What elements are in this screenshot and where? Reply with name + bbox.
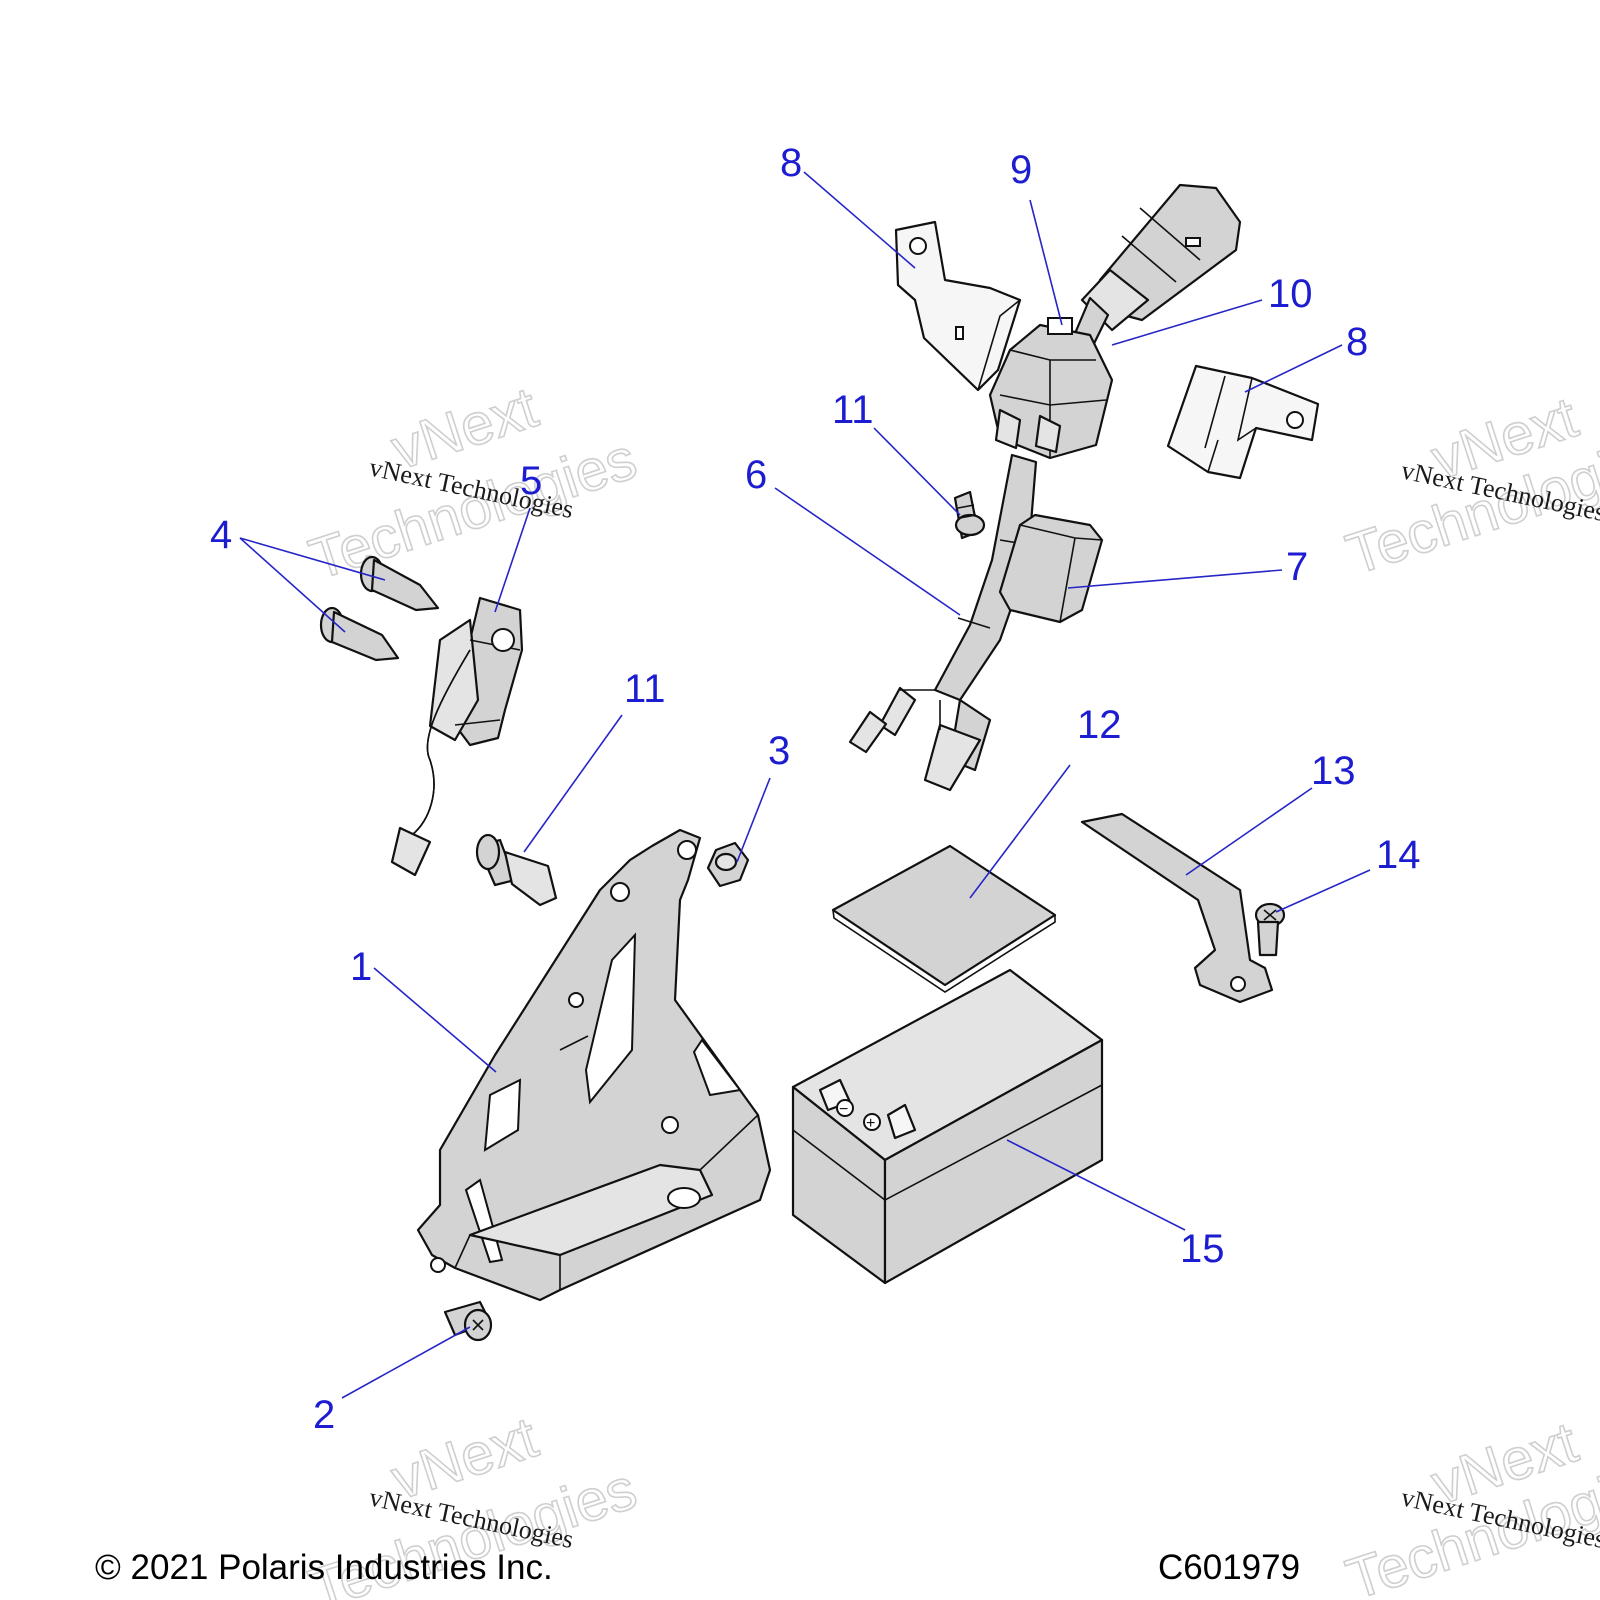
callout-9: 9 (1010, 148, 1032, 192)
callout-3: 3 (768, 729, 790, 773)
callout-6: 6 (745, 453, 767, 497)
part-1-battery-bracket (416, 828, 772, 1302)
leader-11a (873, 427, 961, 516)
leader-10 (1111, 299, 1263, 346)
callout-7: 7 (1286, 545, 1308, 589)
part-2-screw (443, 1300, 493, 1342)
part-6-wiring-harness (848, 317, 1114, 792)
positive-terminal (886, 1103, 917, 1140)
callout-2: 2 (313, 1393, 335, 1437)
leader-7 (1067, 569, 1283, 589)
part-13-hold-down-strap (1080, 812, 1274, 1004)
callout-15: 15 (1180, 1227, 1225, 1271)
leader-15 (1006, 1139, 1186, 1231)
leader-1 (373, 967, 497, 1073)
negative-label: − (839, 1101, 848, 1118)
callout-1: 1 (350, 945, 372, 989)
callout-8-right: 8 (1346, 320, 1368, 364)
leader-3 (736, 777, 771, 863)
leader-4b (239, 537, 346, 633)
leader-lines (239, 171, 1371, 1399)
leader-14 (1275, 869, 1371, 913)
positive-label: + (866, 1115, 875, 1132)
callout-4: 4 (210, 513, 232, 557)
part-9-10-connector-plug (1066, 183, 1242, 364)
watermark-top-right: vNext Technologies vNext Technologies (1338, 384, 1600, 588)
callout-10: 10 (1268, 272, 1313, 316)
callout-14: 14 (1376, 833, 1421, 877)
watermark-top-left: vNext Technologies vNext Technologies (301, 374, 645, 593)
leader-8b (1244, 344, 1343, 393)
leader-4a (239, 537, 386, 581)
callout-11-upper: 11 (832, 388, 874, 432)
part-8-cover-right (1166, 364, 1320, 480)
callout-11-lower: 11 (624, 667, 666, 711)
part-8-cover-left (894, 220, 1022, 392)
part-14-screw (1254, 902, 1286, 957)
drawing-code: C601979 (1158, 1548, 1301, 1587)
part-15-battery: − + (791, 968, 1104, 1285)
part-5-sensor (390, 596, 524, 877)
copyright-notice: © 2021 Polaris Industries Inc. (95, 1548, 553, 1587)
callout-numbers: 8 9 10 8 11 6 7 4 5 11 3 1 2 12 13 14 15 (210, 141, 1421, 1437)
callout-8-top: 8 (780, 141, 802, 185)
leader-8a (803, 171, 916, 269)
leader-13 (1185, 787, 1313, 876)
watermark-bottom-right: vNext Technologies vNext Technologies (1338, 1409, 1600, 1600)
leader-11b (523, 714, 623, 853)
part-7-module (998, 513, 1104, 624)
part-3-nut (706, 841, 750, 888)
part-4-push-pins (319, 555, 440, 662)
leader-5 (494, 507, 531, 613)
part-11-fastener-upper (953, 490, 986, 540)
callout-5: 5 (520, 459, 542, 503)
part-12-pad (831, 844, 1057, 993)
leader-2 (341, 1326, 471, 1399)
leader-6 (774, 487, 961, 616)
leader-9 (1029, 199, 1063, 326)
part-11-fastener-lower (475, 833, 558, 907)
callout-12: 12 (1077, 703, 1122, 747)
callout-13: 13 (1311, 749, 1356, 793)
leader-12 (969, 764, 1071, 899)
